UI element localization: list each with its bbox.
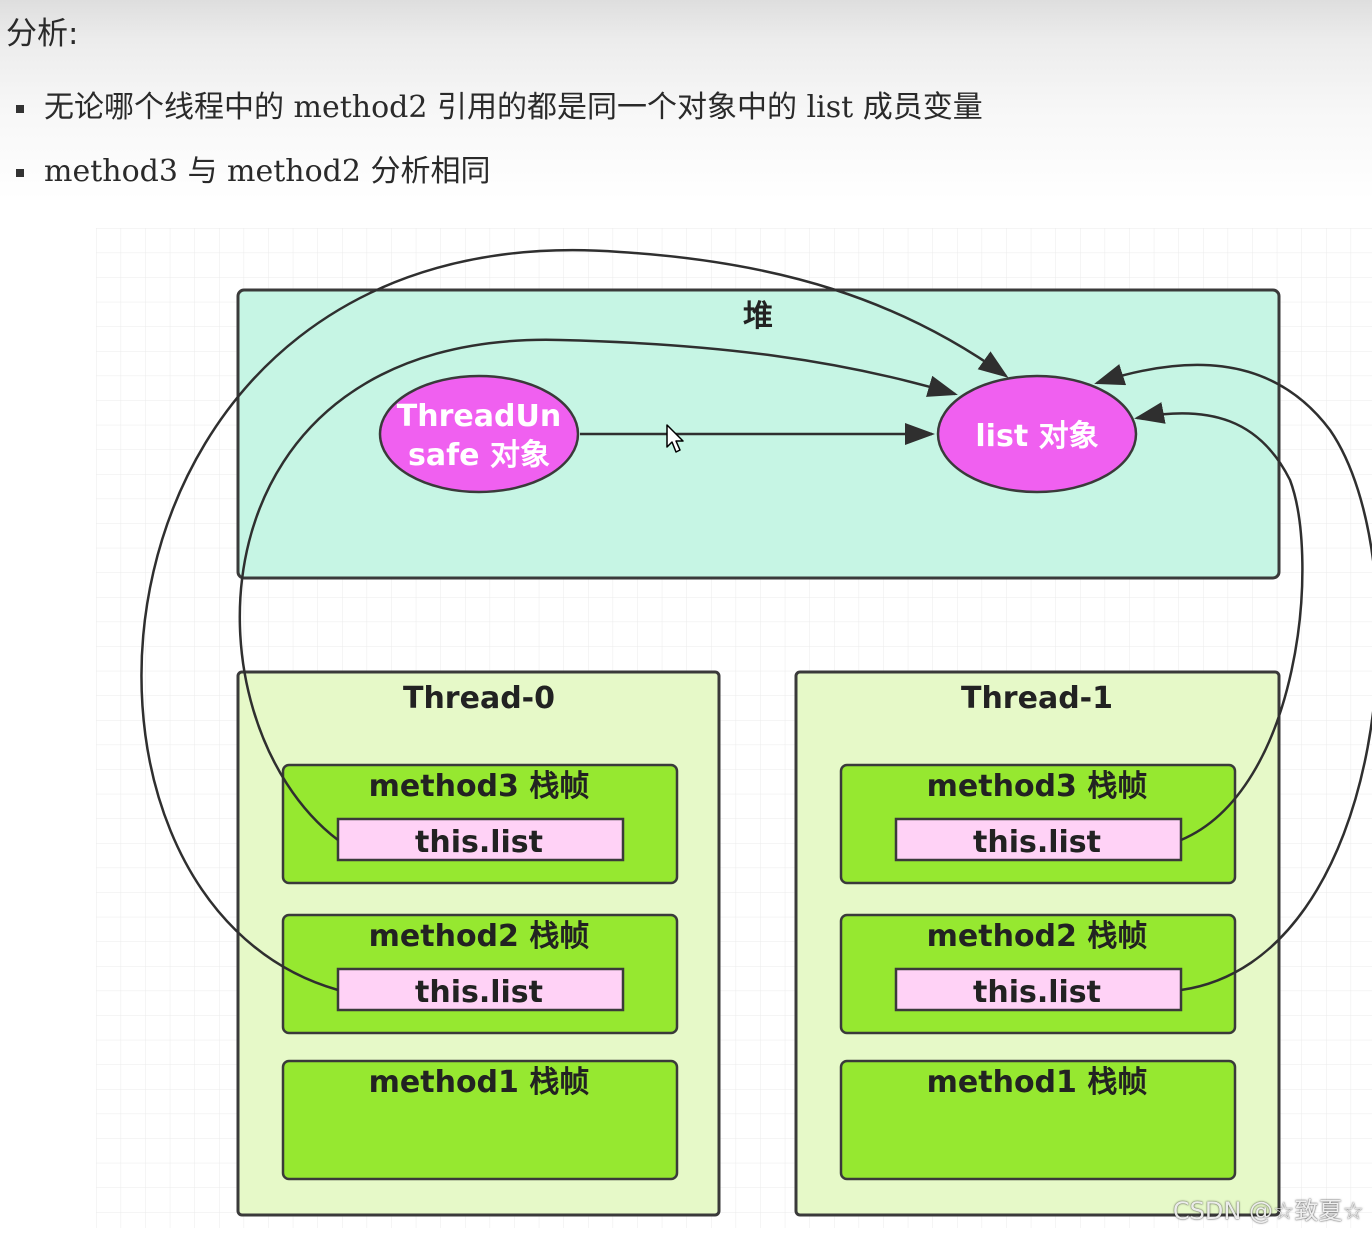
thread-0-method2-label: method2 栈帧 <box>369 919 590 954</box>
bullet-square-icon <box>16 169 24 177</box>
mouse-cursor-icon <box>666 424 684 453</box>
threadunsafe-label-line2: safe 对象 <box>408 438 550 473</box>
watermark: CSDN @☆致夏☆ <box>1172 1197 1364 1225</box>
bullet-text: 无论哪个线程中的 method2 引用的都是同一个对象中的 list 成员变量 <box>44 90 983 125</box>
thread-1-title: Thread-1 <box>961 681 1113 716</box>
list-object-label: list 对象 <box>975 419 1098 454</box>
heap-title: 堆 <box>743 299 773 334</box>
threadunsafe-label-line1: ThreadUn <box>397 399 561 434</box>
bullet-square-icon <box>16 105 24 113</box>
bullet-item: 无论哪个线程中的 method2 引用的都是同一个对象中的 list 成员变量 <box>14 86 983 150</box>
arrow-t1-method2-to-list <box>1094 363 1372 992</box>
thread-1-method1-label: method1 栈帧 <box>927 1065 1148 1100</box>
thread-0-method3-field-label: this.list <box>415 825 543 860</box>
thread-1-method1-frame <box>839 1059 1237 1181</box>
analysis-bullet-list: 无论哪个线程中的 method2 引用的都是同一个对象中的 list 成员变量 … <box>14 86 983 214</box>
thread-0-method1-label: method1 栈帧 <box>369 1065 590 1100</box>
threadunsafe-object <box>378 374 580 494</box>
section-heading: 分析: <box>6 16 79 52</box>
thread-1-method2-label: method2 栈帧 <box>927 919 1148 954</box>
list-object <box>936 374 1138 494</box>
thread-1-method3-label: method3 栈帧 <box>927 769 1148 804</box>
thread-0-title: Thread-0 <box>403 681 555 716</box>
bullet-text: method3 与 method2 分析相同 <box>44 154 491 189</box>
bullet-item: method3 与 method2 分析相同 <box>14 150 983 214</box>
thread-1-method3-field-label: this.list <box>973 825 1101 860</box>
thread-0-method1-frame <box>281 1059 679 1181</box>
thread-0-method2-field <box>336 967 625 1012</box>
arrow-t0-method2-to-list <box>140 248 1009 992</box>
thread-0-method3-field <box>336 817 625 862</box>
arrow-t0-method3-to-list <box>238 338 958 841</box>
thread-1-method2-field-label: this.list <box>973 975 1101 1010</box>
arrow-t1-method3-to-list <box>1134 402 1304 842</box>
thread-1-method3-field <box>894 817 1183 862</box>
thread-0-method3-label: method3 栈帧 <box>369 769 590 804</box>
thread-0-method2-field-label: this.list <box>415 975 543 1010</box>
